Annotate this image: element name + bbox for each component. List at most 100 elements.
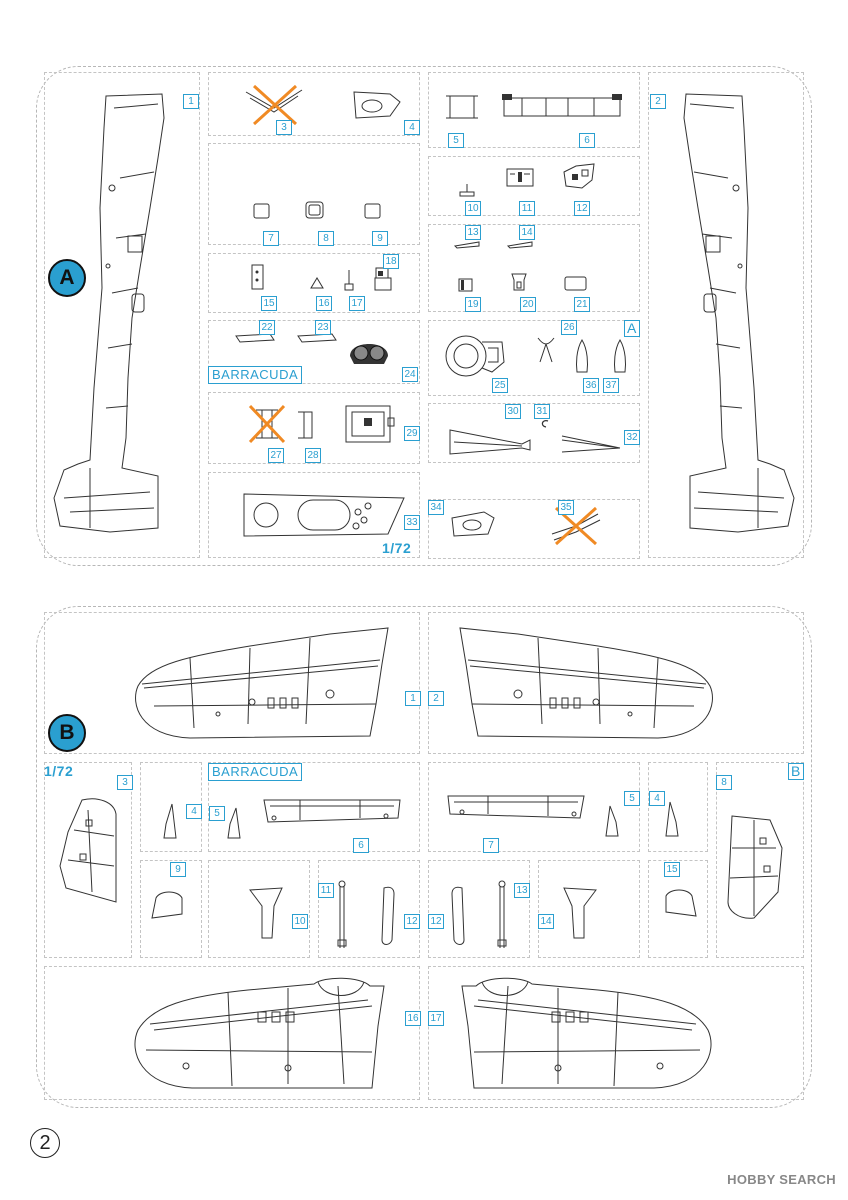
part-number-a3: 3 xyxy=(276,120,292,135)
part-number-a22: 22 xyxy=(259,320,275,335)
cell-a-left-fuselage xyxy=(44,72,200,558)
part-number-a11: 11 xyxy=(519,201,535,216)
part-a15 xyxy=(251,264,264,290)
sprue-b-letter-tag: B xyxy=(788,763,804,780)
part-number-b6: 6 xyxy=(353,838,369,853)
cell-a-25-37 xyxy=(428,320,640,396)
part-number-a5: 5 xyxy=(448,133,464,148)
cell-b-10 xyxy=(208,860,310,958)
cell-a-7-9 xyxy=(208,143,420,245)
part-b6 xyxy=(263,799,401,823)
part-a10 xyxy=(459,184,475,197)
part-a7 xyxy=(253,203,270,219)
part-number-b14: 14 xyxy=(538,914,554,929)
part-b13 xyxy=(497,880,507,948)
part-b11 xyxy=(337,880,347,948)
part-a5 xyxy=(446,95,478,119)
part-number-b7: 7 xyxy=(483,838,499,853)
cell-b-upper-wing-right xyxy=(428,612,804,754)
part-a26 xyxy=(537,337,555,363)
part-number-a27: 27 xyxy=(268,448,284,463)
part-number-b11: 11 xyxy=(318,883,334,898)
part-b8 xyxy=(727,815,783,919)
cell-b-3 xyxy=(44,762,132,958)
part-a22 xyxy=(235,333,275,343)
part-number-a9: 9 xyxy=(372,231,388,246)
part-number-a14: 14 xyxy=(519,225,535,240)
cell-a-34-35 xyxy=(428,499,640,559)
part-a21 xyxy=(564,276,587,291)
part-a16 xyxy=(310,277,324,289)
part-b12-left xyxy=(381,886,395,945)
part-a20 xyxy=(511,273,527,291)
part-a4 xyxy=(353,91,401,119)
part-a30 xyxy=(449,429,531,455)
part-a27-crossed xyxy=(248,404,286,444)
part-a33 xyxy=(243,493,405,537)
cell-b-upper-wing-left xyxy=(44,612,420,754)
part-number-a6: 6 xyxy=(579,133,595,148)
part-number-b12-left: 12 xyxy=(404,914,420,929)
part-number-a33: 33 xyxy=(404,515,420,530)
part-a6 xyxy=(502,94,622,117)
part-number-a1: 1 xyxy=(183,94,199,109)
part-number-a30: 30 xyxy=(505,404,521,419)
part-number-a37: 37 xyxy=(603,378,619,393)
cell-b-14 xyxy=(538,860,640,958)
cell-a-right-fuselage xyxy=(648,72,804,558)
part-number-b4-right: 4 xyxy=(649,791,665,806)
part-number-b5-right: 5 xyxy=(624,791,640,806)
part-b4-left xyxy=(163,803,177,839)
part-number-a35: 35 xyxy=(558,500,574,515)
part-a19 xyxy=(458,278,473,292)
cell-b-4-right xyxy=(648,762,708,852)
part-a14 xyxy=(506,241,533,249)
sprue-b-title: BARRACUDA xyxy=(208,763,303,781)
part-number-a16: 16 xyxy=(316,296,332,311)
cell-a-5-6 xyxy=(428,72,640,148)
cell-b-12-13 xyxy=(428,860,530,958)
page-number: 2 xyxy=(30,1128,60,1158)
part-b10 xyxy=(249,887,283,939)
sprue-b-badge: B xyxy=(48,714,86,752)
part-number-b16: 16 xyxy=(405,1011,421,1026)
part-number-b2: 2 xyxy=(428,691,444,706)
part-number-b13: 13 xyxy=(514,883,530,898)
part-number-b1: 1 xyxy=(405,691,421,706)
part-number-b10: 10 xyxy=(292,914,308,929)
part-a34 xyxy=(451,511,495,537)
part-b3 xyxy=(59,798,117,903)
part-b4-right xyxy=(665,801,679,837)
cell-a-15-18 xyxy=(208,253,420,313)
part-number-a24: 24 xyxy=(402,367,418,382)
part-number-a20: 20 xyxy=(520,297,536,312)
part-a24 xyxy=(350,344,388,364)
watermark: HOBBY SEARCH xyxy=(727,1172,836,1187)
part-number-b5-left: 5 xyxy=(209,806,225,821)
part-number-a34: 34 xyxy=(428,500,444,515)
part-a17 xyxy=(344,270,354,291)
part-a12 xyxy=(563,163,595,189)
cell-b-8 xyxy=(716,762,804,958)
sprue-a-letter-tag: A xyxy=(624,320,640,337)
part-number-a26: 26 xyxy=(561,320,577,335)
part-a37 xyxy=(614,339,626,373)
part-number-b3: 3 xyxy=(117,775,133,790)
wing-lower-right-part xyxy=(461,977,712,1089)
part-number-a21: 21 xyxy=(574,297,590,312)
part-number-a12: 12 xyxy=(574,201,590,216)
cell-b-9 xyxy=(140,860,202,958)
part-a13 xyxy=(453,241,480,249)
fuselage-left-part xyxy=(53,93,165,533)
part-number-a36: 36 xyxy=(583,378,599,393)
part-number-b17: 17 xyxy=(428,1011,444,1026)
sprue-b-scale: 1/72 xyxy=(44,763,74,779)
part-number-a13: 13 xyxy=(465,225,481,240)
part-number-a23: 23 xyxy=(315,320,331,335)
part-number-a15: 15 xyxy=(261,296,277,311)
part-b7 xyxy=(447,795,585,819)
cell-b-5-7 xyxy=(428,762,640,852)
part-number-a7: 7 xyxy=(263,231,279,246)
sprue-a-frame xyxy=(36,66,812,566)
part-number-a4: 4 xyxy=(404,120,420,135)
